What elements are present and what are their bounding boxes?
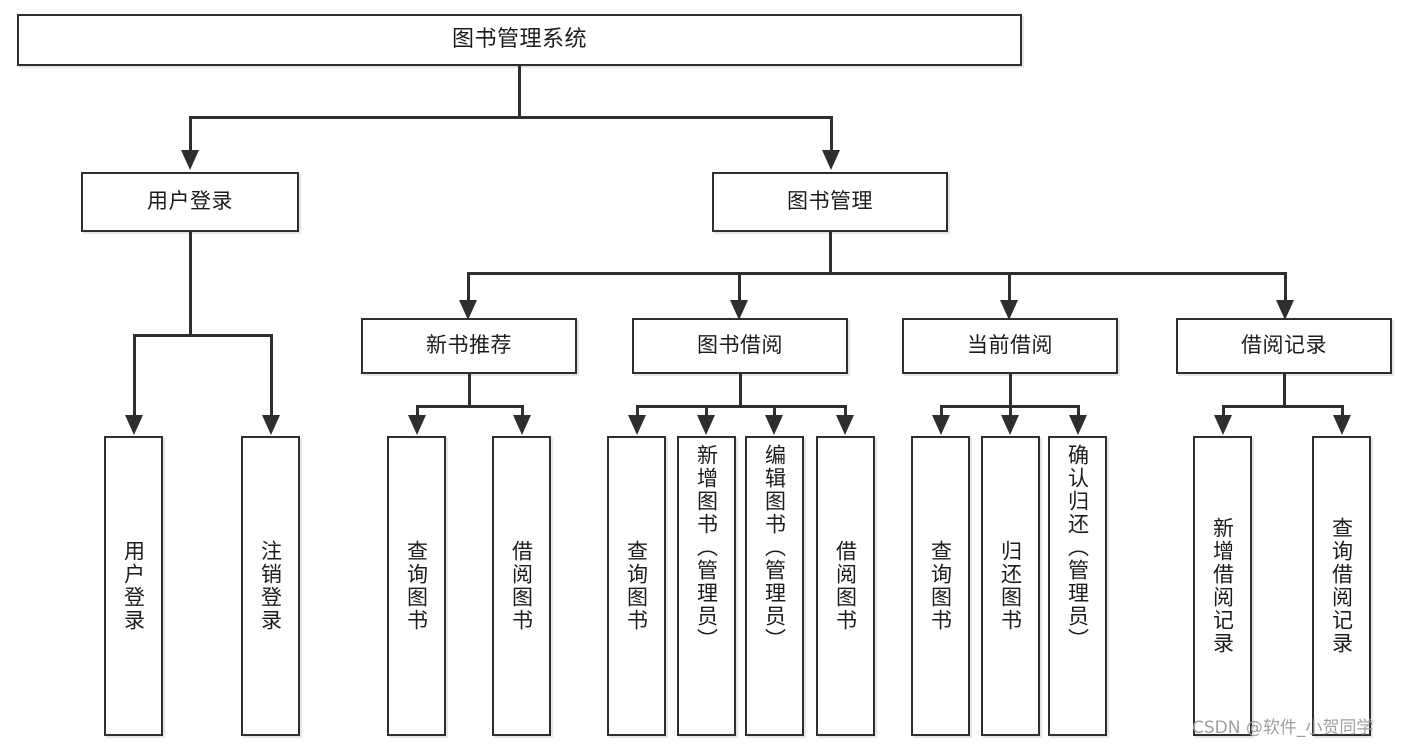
arrowhead-to-new-book-rec [459,300,477,320]
connector-user-login-bus [133,334,273,337]
connector-book-borrow-drop-4 [844,405,847,419]
leaf-edit-book[interactable]: 编辑图书（管理员） [745,436,804,736]
connector-borrow-record-drop-1 [1222,405,1225,419]
node-current-borrow-label: 当前借阅 [967,333,1053,358]
arrowhead-current-borrow-leaf-3 [1069,415,1087,435]
node-book-manage-label: 图书管理 [787,189,873,214]
arrowhead-book-borrow-leaf-1 [628,415,646,435]
arrowhead-book-borrow-leaf-3 [765,415,783,435]
connector-current-borrow-drop-3 [1077,405,1080,419]
leaf-query-record[interactable]: 查询借阅记录 [1312,436,1371,736]
leaf-query-book-1-label: 查询图书 [404,540,429,632]
connector-user-login-drop-1 [133,334,136,417]
leaf-logout-label: 注销登录 [258,540,283,632]
connector-book-manage-drop-3 [1008,272,1011,302]
connector-root-bus [189,116,833,119]
leaf-return-book[interactable]: 归还图书 [981,436,1040,736]
leaf-login-label: 用户登录 [121,540,146,632]
leaf-edit-book-label: 编辑图书（管理员） [762,444,787,651]
connector-book-borrow-drop-1 [636,405,639,419]
connector-book-manage-drop-1 [467,272,470,302]
connector-root-drop-2 [830,116,833,152]
connector-current-borrow-drop-2 [1009,405,1012,419]
connector-book-manage-drop-4 [1284,272,1287,302]
arrowhead-to-book-borrow [730,300,748,320]
arrowhead-borrow-record-leaf-1 [1214,415,1232,435]
arrowhead-user-login-to-login [125,415,143,435]
node-root-label: 图书管理系统 [451,26,587,52]
connector-new-book-rec-stem [468,374,471,408]
arrowhead-root-to-user-login [181,150,199,170]
node-new-book-rec[interactable]: 新书推荐 [361,318,577,374]
leaf-borrow-book-2[interactable]: 借阅图书 [816,436,875,736]
leaf-add-record-label: 新增借阅记录 [1210,517,1235,655]
arrowhead-book-borrow-leaf-4 [836,415,854,435]
connector-user-login-drop-2 [270,334,273,417]
arrowhead-book-borrow-leaf-2 [697,415,715,435]
leaf-return-book-label: 归还图书 [998,540,1023,632]
connector-current-borrow-stem [1009,374,1012,408]
arrowhead-root-to-book-manage [822,150,840,170]
connector-borrow-record-drop-2 [1341,405,1344,419]
leaf-query-book-2-label: 查询图书 [624,540,649,632]
node-current-borrow[interactable]: 当前借阅 [902,318,1118,374]
arrowhead-user-login-to-logout [262,415,280,435]
arrowhead-current-borrow-leaf-1 [932,415,950,435]
leaf-borrow-book-1[interactable]: 借阅图书 [492,436,551,736]
leaf-query-record-label: 查询借阅记录 [1329,517,1354,655]
leaf-confirm-return-label: 确认归还（管理员） [1065,444,1090,651]
connector-new-book-rec-drop-1 [416,405,419,419]
connector-book-manage-bus [467,272,1287,275]
connector-book-borrow-drop-3 [773,405,776,419]
watermark-text: CSDN @软件_小贺同学 [1192,718,1374,738]
arrowhead-current-borrow-leaf-2 [1001,415,1019,435]
connector-user-login-stem [189,232,192,337]
node-borrow-record-label: 借阅记录 [1241,333,1327,358]
leaf-add-book-label: 新增图书（管理员） [694,444,719,651]
node-new-book-rec-label: 新书推荐 [426,333,512,358]
connector-new-book-rec-drop-2 [521,405,524,419]
leaf-borrow-book-1-label: 借阅图书 [509,540,534,632]
connector-book-manage-stem [829,232,832,274]
leaf-query-book-1[interactable]: 查询图书 [387,436,446,736]
leaf-add-record[interactable]: 新增借阅记录 [1193,436,1252,736]
connector-borrow-record-bus [1222,405,1344,408]
leaf-logout[interactable]: 注销登录 [241,436,300,736]
node-root[interactable]: 图书管理系统 [17,14,1022,66]
arrowhead-new-book-rec-leaf-1 [408,415,426,435]
connector-book-borrow-stem [739,374,742,408]
connector-new-book-rec-bus [416,405,524,408]
node-book-borrow[interactable]: 图书借阅 [632,318,848,374]
node-user-login[interactable]: 用户登录 [81,172,299,232]
leaf-query-book-3-label: 查询图书 [928,540,953,632]
leaf-query-book-3[interactable]: 查询图书 [911,436,970,736]
connector-root-stem [518,66,521,118]
arrowhead-borrow-record-leaf-2 [1333,415,1351,435]
leaf-add-book[interactable]: 新增图书（管理员） [677,436,736,736]
node-user-login-label: 用户登录 [147,189,233,214]
connector-book-borrow-bus [636,405,847,408]
leaf-borrow-book-2-label: 借阅图书 [833,540,858,632]
leaf-query-book-2[interactable]: 查询图书 [607,436,666,736]
arrowhead-to-current-borrow [1000,300,1018,320]
connector-book-borrow-drop-2 [705,405,708,419]
leaf-confirm-return[interactable]: 确认归还（管理员） [1048,436,1107,736]
node-book-borrow-label: 图书借阅 [697,333,783,358]
connector-current-borrow-drop-1 [940,405,943,419]
leaf-login[interactable]: 用户登录 [104,436,163,736]
connector-borrow-record-stem [1283,374,1286,408]
arrowhead-new-book-rec-leaf-2 [513,415,531,435]
connector-root-drop-1 [189,116,192,152]
arrowhead-to-borrow-record [1276,300,1294,320]
connector-book-manage-drop-2 [738,272,741,302]
node-book-manage[interactable]: 图书管理 [712,172,948,232]
node-borrow-record[interactable]: 借阅记录 [1176,318,1392,374]
